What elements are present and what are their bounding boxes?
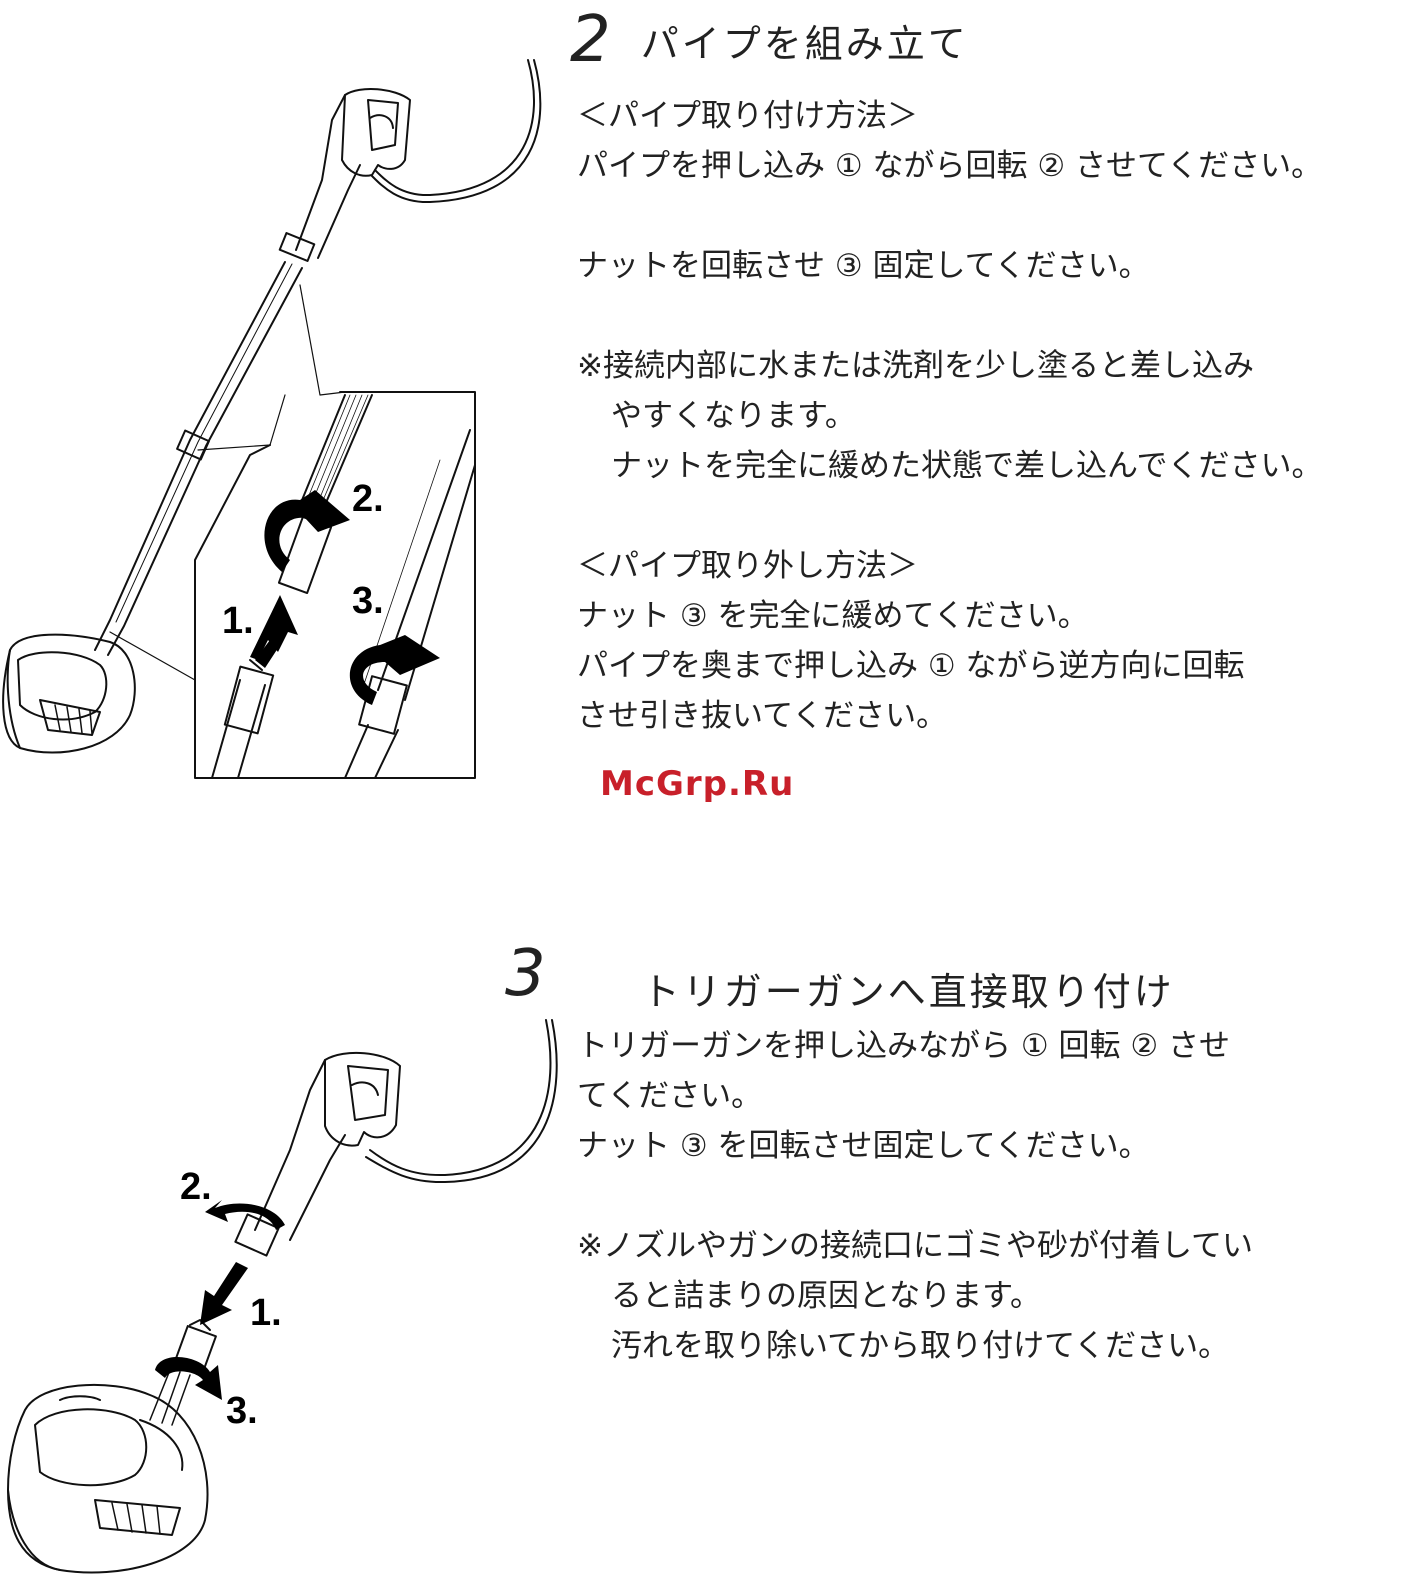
step3-callout-2: 2. [180,1166,212,1208]
step3-line-2: てください。 [577,1078,763,1114]
note-line-1: ※接続内部に水または洗剤を少し塗ると差し込み [577,348,1254,384]
watermark: McGrp.Ru [600,764,795,804]
step2-title: パイプを組み立て [640,22,969,66]
step3-callout-3: 3. [226,1390,258,1432]
step2-callout-1: 1. [222,600,254,642]
remove-line-3: させ引き抜いてください。 [577,698,948,734]
step3-note-line-3: 汚れを取り除いてから取り付けてください。 [611,1328,1230,1364]
step3-line-3: ナット ③ を回転させ固定してください。 [577,1128,1150,1164]
step2-header: 2 パイプを組み立て [570,8,969,72]
remove-line-1: ナット ③ を完全に緩めてください。 [577,598,1089,634]
step3-header: 3 トリガーガンへ直接取り付け [505,937,1175,1014]
step2-illustration [2,59,542,779]
remove-line-2: パイプを奥まで押し込み ① ながら逆方向に回転 [577,648,1245,684]
step3-body: トリガーガンを押し込みながら ① 回転 ② させ てください。 ナット ③ を回… [577,1026,1253,1366]
step3-number: 3 [505,937,546,1011]
step3-note-line-2: ると詰まりの原因となります。 [611,1278,1041,1314]
note-line-3: ナットを完全に緩めた状態で差し込んでください。 [611,448,1323,484]
step2-callout-2: 2. [352,478,384,520]
step2-callout-3: 3. [352,580,384,622]
attach-line-1: パイプを押し込み ① ながら回転 ② させてください。 [577,148,1323,184]
step2-body: ＜パイプ取り付け方法＞ パイプを押し込み ① ながら回転 ② させてください。 … [577,96,1322,736]
remove-heading: ＜パイプ取り外し方法＞ [577,548,918,584]
step3-illustration [7,1019,558,1574]
attach-heading: ＜パイプ取り付け方法＞ [577,98,918,134]
note-line-2: やすくなります。 [611,398,856,434]
step3-title: トリガーガンへ直接取り付け [641,970,1175,1014]
step3-line-1: トリガーガンを押し込みながら ① 回転 ② させ [577,1028,1230,1064]
step3-note-line-1: ※ノズルやガンの接続口にゴミや砂が付着してい [577,1228,1254,1264]
step2-number: 2 [570,3,611,77]
attach-line-2: ナットを回転させ ③ 固定してください。 [577,248,1150,284]
step2-section: 2 パイプを組み立て [570,8,969,72]
step3-callout-1: 1. [250,1292,282,1334]
